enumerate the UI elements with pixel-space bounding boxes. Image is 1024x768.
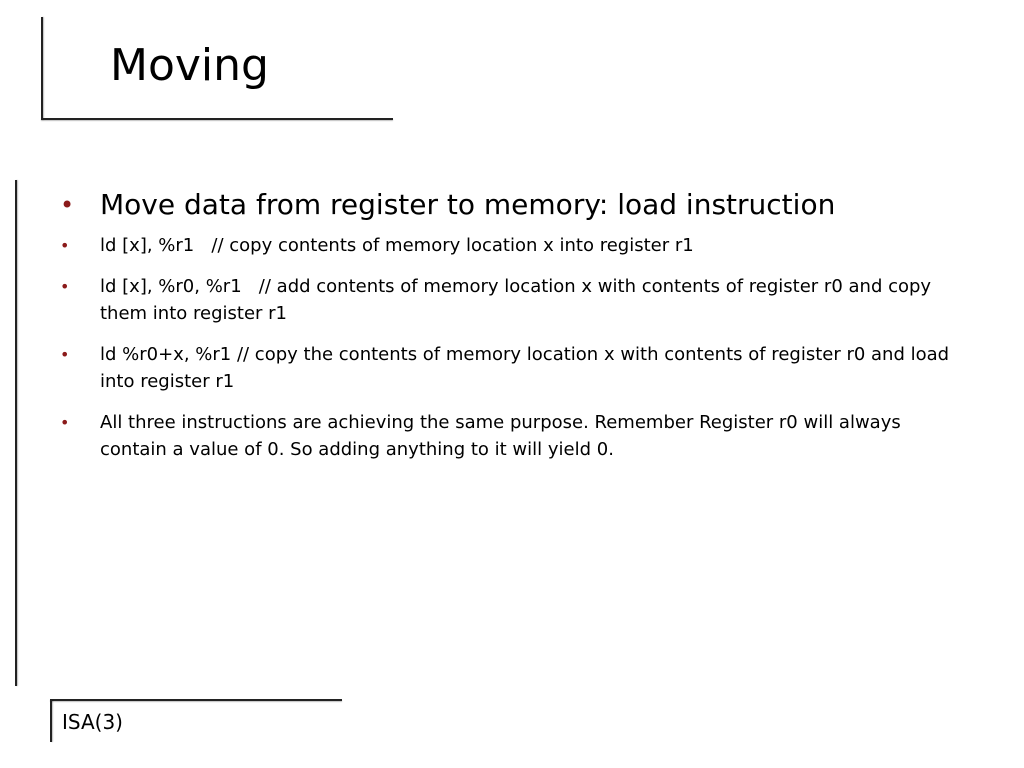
- slide-title: Moving: [110, 40, 269, 91]
- footer-frame-horizontal-line: [50, 699, 342, 701]
- bullet-dot-icon: •: [60, 345, 70, 364]
- title-frame-vertical-line: [41, 17, 43, 120]
- bullet-dot-icon: •: [60, 191, 75, 219]
- bullet-text: ld %r0+x, %r1 // copy the contents of me…: [100, 344, 955, 392]
- bullet-text: All three instructions are achieving the…: [100, 412, 907, 460]
- bullet-item: • ld [x], %r1 // copy contents of memory…: [60, 232, 960, 259]
- bullet-list: • Move data from register to memory: loa…: [60, 186, 960, 477]
- footer-label: ISA(3): [62, 710, 123, 734]
- bullet-dot-icon: •: [60, 413, 70, 432]
- bullet-item: • ld [x], %r0, %r1 // add contents of me…: [60, 273, 960, 327]
- bullet-text: Move data from register to memory: load …: [100, 188, 836, 221]
- bullet-item-main: • Move data from register to memory: loa…: [60, 186, 960, 224]
- bullet-text: ld [x], %r1 // copy contents of memory l…: [100, 235, 694, 256]
- title-frame-horizontal-line: [41, 118, 393, 120]
- content-frame-vertical-line: [15, 180, 17, 686]
- bullet-item: • ld %r0+x, %r1 // copy the contents of …: [60, 341, 960, 395]
- bullet-text: ld [x], %r0, %r1 // add contents of memo…: [100, 276, 937, 324]
- bullet-dot-icon: •: [60, 236, 70, 255]
- footer-frame-vertical-line: [50, 700, 52, 742]
- bullet-item: • All three instructions are achieving t…: [60, 409, 960, 463]
- bullet-dot-icon: •: [60, 277, 70, 296]
